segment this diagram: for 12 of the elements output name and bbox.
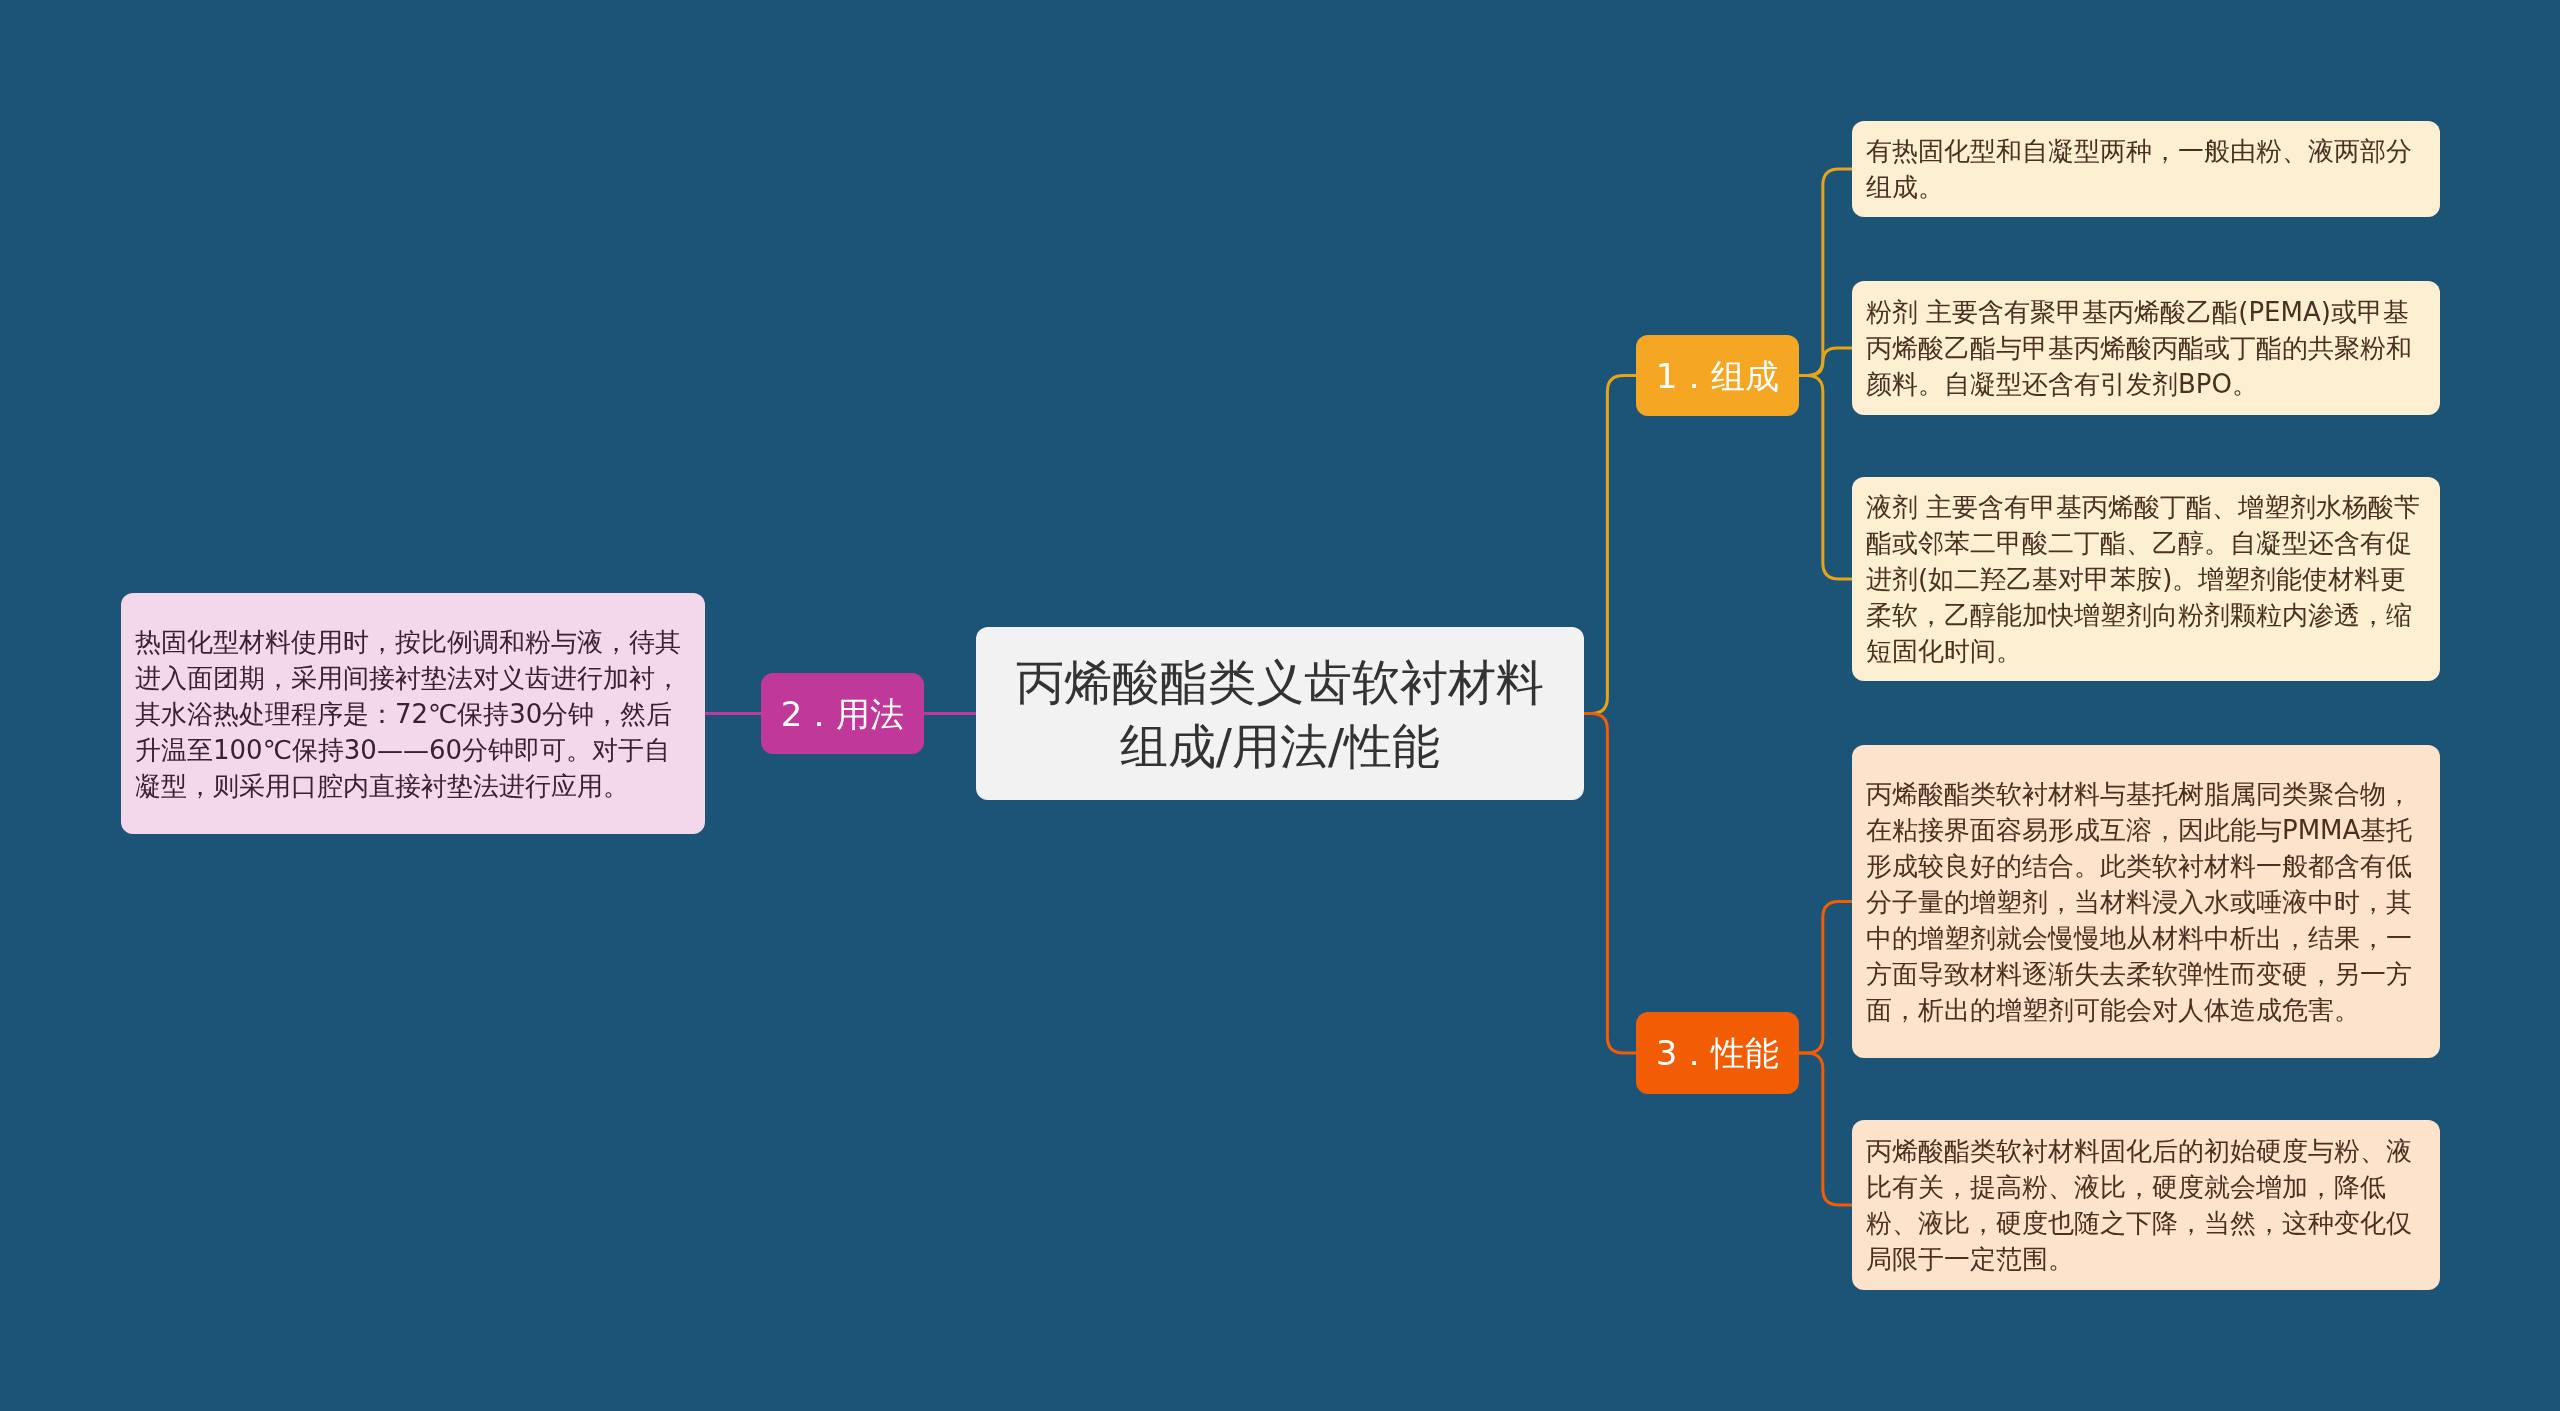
branch-box: 3．性能 [1636,1012,1799,1094]
note-box: 热固化型材料使用时，按比例调和粉与液，待其进入面团期，采用间接衬垫法对义齿进行加衬，其水浴热处理程序是：72℃保持30分钟，然后升温至100℃保持30——60分钟即可。对于自凝型，则采用口腔内直接衬垫法进行应用。 [121,593,705,834]
connector-line [924,712,976,715]
connector-line [705,712,761,715]
note-box: 丙烯酸酯类软衬材料与基托树脂属同类聚合物，在粘接界面容易形成互溶，因此能与PMMA基托形成较良好的结合。此类软衬材料一般都含有低分子量的增塑剂，当材料浸入水或唾液中时，其中的增塑剂就会慢慢地从材料中析出，结果，一方面导致材料逐渐失去柔软弹性而变硬，另一方面，析出的增塑剂可能会对人体造成危害。 [1852,745,2440,1058]
note-box: 粉剂 主要含有聚甲基丙烯酸乙酯(PEMA)或甲基丙烯酸乙酯与甲基丙烯酸丙酯或丁酯的共聚粉和颜料。自凝型还含有引发剂BPO。 [1852,281,2440,415]
note-box: 液剂 主要含有甲基丙烯酸丁酯、增塑剂水杨酸苄酯或邻苯二甲酸二丁酯、乙醇。自凝型还含有促进剂(如二羟乙基对甲苯胺)。增塑剂能使材料更柔软，乙醇能加快增塑剂向粉剂颗粒内渗透，缩短固化时间。 [1852,477,2440,681]
topic-box: 丙烯酸酯类义齿软衬材料组成/用法/性能 [976,627,1584,800]
note-box: 丙烯酸酯类软衬材料固化后的初始硬度与粉、液比有关，提高粉、液比，硬度就会增加，降低粉、液比，硬度也随之下降，当然，这种变化仅局限于一定范围。 [1852,1120,2440,1290]
branch-box: 2．用法 [761,673,924,754]
note-box: 有热固化型和自凝型两种，一般由粉、液两部分组成。 [1852,121,2440,217]
branch-box: 1．组成 [1636,335,1799,416]
